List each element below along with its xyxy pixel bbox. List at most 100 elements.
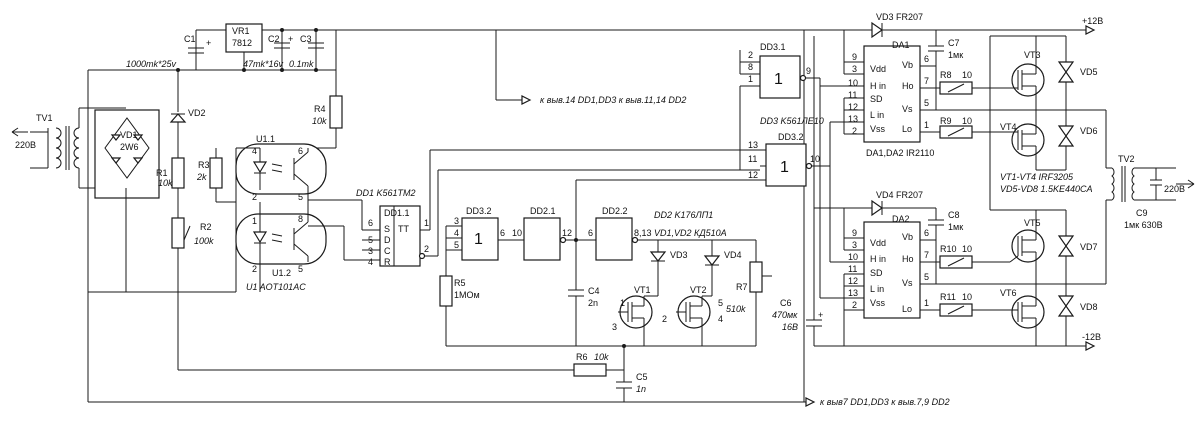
vd6-label: VD6 bbox=[1080, 126, 1098, 136]
r3-r4-resistors: R3 2k R4 10k bbox=[196, 95, 343, 203]
da2-pin-7: 7 bbox=[924, 250, 929, 260]
dead-time-section: VD3 VD4 R7 510k VT1 1 3 2 VT2 5 4 bbox=[612, 239, 772, 372]
da1-pin-10: 10 bbox=[848, 78, 858, 88]
power-regulator-section: + C1 1000mk*25v VR1 7812 + C2 47mk*16v C… bbox=[126, 23, 337, 96]
da2-sd: SD bbox=[870, 268, 883, 278]
dd11-s: S bbox=[384, 224, 390, 234]
r11-value: 10 bbox=[962, 292, 972, 302]
r3-value: 2k bbox=[196, 172, 207, 182]
c3-label: C3 bbox=[300, 34, 312, 44]
r1-label: R1 bbox=[156, 168, 168, 178]
vd3-small-label: VD3 bbox=[670, 250, 688, 260]
da1-pin-13: 13 bbox=[848, 114, 858, 124]
dd21-pin-10: 10 bbox=[512, 228, 522, 238]
vd1-label: VD1 bbox=[120, 130, 138, 140]
c9-label: C9 bbox=[1136, 208, 1148, 218]
da2-pin-13: 13 bbox=[848, 288, 858, 298]
plus12-label: +12В bbox=[1082, 16, 1103, 26]
vd7-label: VD7 bbox=[1080, 242, 1098, 252]
da1-vss: Vss bbox=[870, 124, 886, 134]
c3-value: 0.1mk bbox=[289, 59, 314, 69]
logic-gates-dd3: 1 DD3.1 2 8 1 9 DD3 K561ЛЕ10 1 DD3.2 13 … bbox=[739, 42, 830, 187]
r11-label: R11 bbox=[940, 292, 956, 302]
c9-value: 1мк 630В bbox=[1124, 220, 1163, 230]
c1-value: 1000mk*25v bbox=[126, 59, 177, 69]
dd32-pin-3: 3 bbox=[454, 216, 459, 226]
u11-pin-4: 4 bbox=[252, 146, 257, 156]
c4-value: 2n bbox=[588, 298, 598, 308]
dd1-pin-4: 4 bbox=[368, 257, 373, 267]
c6-voltage: 16В bbox=[782, 322, 798, 332]
dd31-pin-9: 9 bbox=[806, 66, 811, 76]
c7-label: C7 bbox=[948, 38, 960, 48]
da1-sd: SD bbox=[870, 94, 883, 104]
h-bridge: VT3 VT4 VT5 VT6 VD5 bbox=[972, 35, 1106, 346]
r6-c5-section: R6 10k C5 1n bbox=[177, 292, 648, 402]
dd31-pin-1: 1 bbox=[748, 74, 753, 84]
dd32-top-pin-12: 12 bbox=[748, 170, 758, 180]
vt3-label: VT3 bbox=[1024, 50, 1041, 60]
r1-value: 10k bbox=[158, 178, 173, 188]
r7-label: R7 bbox=[736, 282, 748, 292]
da2-vss: Vss bbox=[870, 298, 886, 308]
dd1-pin-2: 2 bbox=[424, 244, 429, 254]
vd5-label: VD5 bbox=[1080, 67, 1098, 77]
bridge-rectifier-vd1: VD1 2W6 bbox=[94, 109, 160, 199]
vd8-label: VD8 bbox=[1080, 302, 1098, 312]
minus12-label: -12В bbox=[1082, 332, 1101, 342]
dd32-top-pin-11: 11 bbox=[748, 154, 757, 164]
dd32-top-gate-symbol: 1 bbox=[780, 159, 789, 176]
dd32-top-label: DD3.2 bbox=[778, 132, 804, 142]
da1-pin-5: 5 bbox=[924, 98, 929, 108]
supply-rails: к выв7 DD1,DD3 к выв.7,9 DD2 к выв.14 DD… bbox=[87, 16, 1103, 407]
dd1-pin-6: 6 bbox=[368, 218, 373, 228]
da2-lin: L in bbox=[870, 284, 884, 294]
vt4-label: VT4 bbox=[1000, 122, 1017, 132]
da1-ho: Ho bbox=[902, 81, 914, 91]
c2-label: C2 bbox=[268, 34, 280, 44]
r4-label: R4 bbox=[314, 104, 326, 114]
da2-pin-2: 2 bbox=[852, 300, 857, 310]
dd11-d: D bbox=[384, 235, 391, 245]
dd1-type: DD1 K561TM2 bbox=[356, 188, 416, 198]
vr1-type: 7812 bbox=[232, 38, 252, 48]
dd21-label: DD2.1 bbox=[530, 206, 556, 216]
da2-pin-9: 9 bbox=[852, 228, 857, 238]
input-voltage-label: 220В bbox=[15, 140, 36, 150]
r5-label: R5 bbox=[454, 278, 466, 288]
dd1-pin-3: 3 bbox=[368, 246, 373, 256]
dd1-pin-1: 1 bbox=[424, 218, 429, 228]
vd-type: VD5-VD8 1.5KE440CA bbox=[1000, 184, 1093, 194]
da2-pin-3: 3 bbox=[852, 240, 857, 250]
da1-pin-7: 7 bbox=[924, 76, 929, 86]
c8-label: C8 bbox=[948, 210, 960, 220]
vt1-pin-2: 2 bbox=[662, 314, 667, 324]
dd31-label: DD3.1 bbox=[760, 42, 786, 52]
r8-label: R8 bbox=[940, 70, 952, 80]
da1-pin-9: 9 bbox=[852, 52, 857, 62]
c1-plus: + bbox=[206, 38, 211, 48]
u12-label: U1.2 bbox=[272, 268, 291, 278]
da1-vs: Vs bbox=[902, 104, 913, 114]
u11-pin-2: 2 bbox=[252, 192, 257, 202]
da2-vb: Vb bbox=[902, 232, 913, 242]
r9-label: R9 bbox=[940, 116, 952, 126]
dd32-pin-5: 5 bbox=[454, 240, 459, 250]
dd22-pin-8-13: 8,13 bbox=[634, 228, 652, 238]
optocoupler-u1-2: 1 8 2 5 U1.2 U1 AOT101AC bbox=[235, 200, 327, 292]
c2-plus: + bbox=[288, 34, 293, 44]
u1-type: U1 AOT101AC bbox=[246, 282, 306, 292]
da1-lo: Lo bbox=[902, 124, 912, 134]
tv1-label: TV1 bbox=[36, 113, 53, 123]
u12-pin-5: 5 bbox=[298, 264, 303, 274]
da2-pin-6: 6 bbox=[924, 228, 929, 238]
c4-label: C4 bbox=[588, 286, 600, 296]
r10-label: R10 bbox=[940, 244, 957, 254]
da2-ho: Ho bbox=[902, 254, 914, 264]
da1-vdd: Vdd bbox=[870, 64, 886, 74]
da1-pin-1: 1 bbox=[924, 120, 929, 130]
u12-pin-1: 1 bbox=[252, 216, 257, 226]
da1-pin-12: 12 bbox=[848, 102, 858, 112]
dd32-label: DD3.2 bbox=[466, 206, 492, 216]
r6-label: R6 bbox=[576, 352, 588, 362]
